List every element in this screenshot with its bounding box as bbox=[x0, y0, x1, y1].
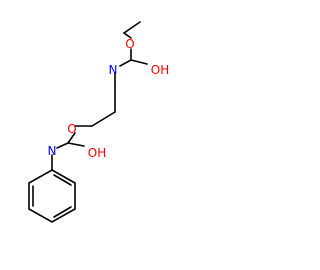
atom-oh-top: OH bbox=[151, 63, 169, 77]
bond-carbonyl-carbon-oh bbox=[130, 59, 148, 65]
bond-carbamate-carbon-n bbox=[56, 142, 69, 149]
atom-oh-mid: OH bbox=[88, 146, 106, 160]
atom-n-bottom: N bbox=[48, 144, 57, 158]
atom-n-top: N bbox=[109, 63, 118, 77]
structural-formula: N O OH O OH N bbox=[28, 21, 169, 223]
phenyl-ring bbox=[28, 169, 76, 223]
bond-ethyl-ch3-ch2 bbox=[123, 21, 141, 34]
bond-carbamate-carbon-oh bbox=[67, 142, 85, 147]
phenyl-double-bond-1 bbox=[53, 174, 72, 186]
phenyl-double-bond-2 bbox=[53, 206, 72, 218]
bond-carbonyl-carbon-n bbox=[119, 59, 132, 67]
atom-o-mid: O bbox=[67, 122, 76, 136]
bond-o-carbamate-carbon bbox=[67, 132, 76, 144]
bond-ethyl-ch2-o bbox=[123, 32, 132, 39]
bond-ch2-ch2-lower bbox=[91, 111, 116, 127]
atom-o-top-upper: O bbox=[125, 37, 134, 51]
